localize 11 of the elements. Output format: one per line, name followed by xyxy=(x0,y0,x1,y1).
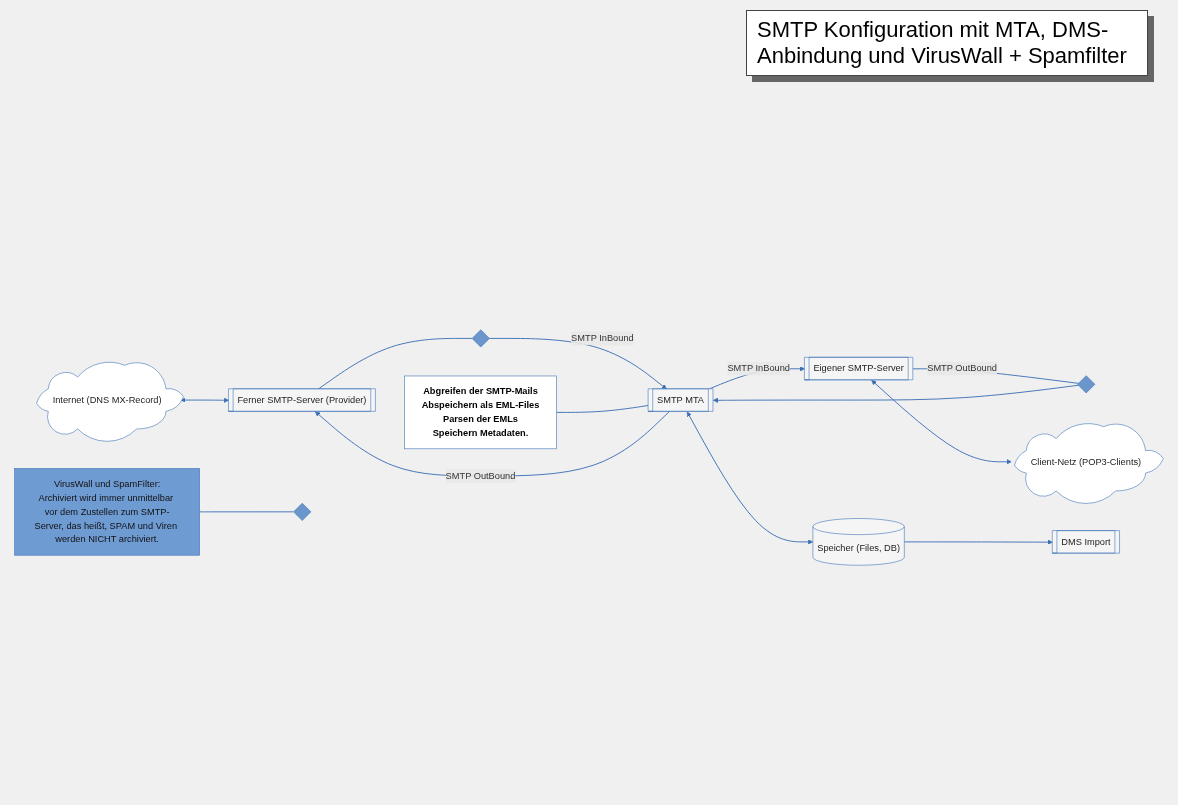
node-diamond xyxy=(293,502,312,521)
node-diamond xyxy=(471,329,490,348)
edge-label: SMTP OutBound xyxy=(927,363,997,374)
edge-label: SMTP InBound xyxy=(727,363,790,374)
edge-label: SMTP OutBound xyxy=(445,470,516,481)
connector xyxy=(556,405,649,413)
edge-label: SMTP InBound xyxy=(571,333,634,344)
connector xyxy=(199,511,294,513)
node-box: Abgreifen der SMTP-Mails Abspeichern als EML-Files Parsen der EMLs Speichern Metadaten. xyxy=(404,375,557,450)
node-diamond xyxy=(1077,375,1096,394)
node-box: VirusWall und SpamFilter: Archiviert wird immer unmittelbar vor dem Zustellen zum SMTP-Server, das heißt, SPAM und Viren werden NICHT archiviert. xyxy=(14,468,200,556)
